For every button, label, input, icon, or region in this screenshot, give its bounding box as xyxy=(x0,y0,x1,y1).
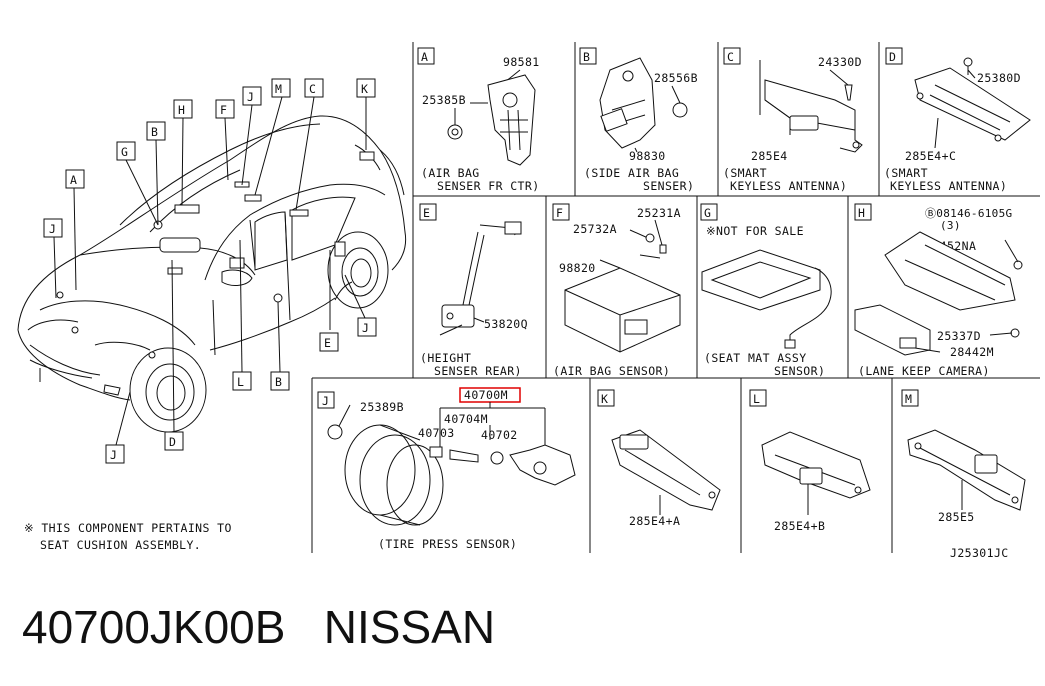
panel-a-caption-2: SENSER FR CTR) xyxy=(437,179,540,193)
panel-l: L 285E4+B xyxy=(749,389,871,533)
callout-a: A xyxy=(70,173,77,187)
callout-j-top: J xyxy=(247,90,254,104)
panel-b-letter: B xyxy=(583,50,590,64)
part-25385b: 25385B xyxy=(422,93,466,107)
part-40702: 40702 xyxy=(481,428,518,442)
panel-f-caption-1: (AIR BAG SENSOR) xyxy=(553,364,670,378)
callout-j-front: J xyxy=(49,222,56,236)
brand-name: NISSAN xyxy=(323,601,496,653)
part-98830: 98830 xyxy=(629,149,666,163)
panel-k: K 285E4+A xyxy=(597,389,721,528)
panel-e-caption-1: (HEIGHT xyxy=(420,351,471,365)
part-285e4c: 285E4+C xyxy=(905,149,956,163)
panel-k-letter: K xyxy=(601,392,608,406)
panel-a: A 98581 25385B (AIR BAG SENSER FR CTR) xyxy=(417,47,540,193)
part-title: 40700JK00B NISSAN xyxy=(22,600,495,654)
panel-g: G ※NOT FOR SALE (SEAT MAT ASSY SENSOR) xyxy=(700,203,832,378)
callout-e: E xyxy=(324,336,331,350)
footnote-line-1: ※ THIS COMPONENT PERTAINS TO xyxy=(24,521,232,535)
callout-b-top: B xyxy=(151,125,158,139)
car-callouts: A J G B H F J M C K E J L B D J xyxy=(43,78,377,464)
callout-f: F xyxy=(220,103,227,117)
part-40703: 40703 xyxy=(418,426,455,440)
part-25337d: 25337D xyxy=(937,329,981,343)
panel-d-caption-1: (SMART xyxy=(884,166,928,180)
callout-g: G xyxy=(121,145,128,159)
panel-c-caption-1: (SMART xyxy=(723,166,767,180)
grid-lines xyxy=(311,42,1040,553)
panel-e-caption-2: SENSER REAR) xyxy=(434,364,522,378)
panel-a-caption-1: (AIR BAG xyxy=(421,166,480,180)
panel-b-caption-1: (SIDE AIR BAG xyxy=(584,166,679,180)
part-25732a: 25732A xyxy=(573,222,617,236)
panel-g-note: ※NOT FOR SALE xyxy=(706,224,804,238)
part-40704m: 40704M xyxy=(444,412,488,426)
panel-c-caption-2: KEYLESS ANTENNA) xyxy=(730,179,847,193)
panel-b: B 28556B 98830 (SIDE AIR BAG SENSER) xyxy=(579,47,698,193)
part-40700m: 40700M xyxy=(464,388,508,402)
callout-m: M xyxy=(275,82,282,96)
part-285e4: 285E4 xyxy=(751,149,788,163)
part-25389b: 25389B xyxy=(360,400,404,414)
panel-h: H Ⓑ08146-6105G (3) 28452NA 25337D 28442M… xyxy=(854,203,1023,378)
panel-g-caption-1: (SEAT MAT ASSY xyxy=(704,351,807,365)
panel-d-letter: D xyxy=(889,50,896,64)
panel-j-caption-1: (TIRE PRESS SENSOR) xyxy=(378,537,517,551)
part-285e4b: 285E4+B xyxy=(774,519,825,533)
part-98581: 98581 xyxy=(503,55,540,69)
footnote-line-2: SEAT CUSHION ASSEMBLY. xyxy=(40,538,201,552)
panel-h-caption-1: (LANE KEEP CAMERA) xyxy=(858,364,990,378)
panel-l-letter: L xyxy=(753,392,760,406)
panel-g-letter: G xyxy=(704,206,711,220)
panel-c-letter: C xyxy=(727,50,734,64)
panel-f: F 25231A 25732A 98820 (AIR BAG SENSOR) xyxy=(552,203,681,378)
callout-k: K xyxy=(361,82,368,96)
panel-b-caption-2: SENSER) xyxy=(643,179,694,193)
part-98820: 98820 xyxy=(559,261,596,275)
panel-g-caption-2: SENSOR) xyxy=(774,364,825,378)
diagram-code: J25301JC xyxy=(950,546,1009,560)
panel-j-letter: J xyxy=(322,394,329,408)
panel-m: M 285E5 xyxy=(901,389,1026,524)
panel-m-letter: M xyxy=(905,392,912,406)
callout-j-wheel: J xyxy=(110,448,117,462)
panel-j: J 25389B 40700M 40704M 40703 40702 (TIRE… xyxy=(317,387,576,551)
car-illustration xyxy=(17,96,407,446)
part-25231a: 25231A xyxy=(637,206,681,220)
part-08146-6105g: Ⓑ08146-6105G xyxy=(925,207,1012,220)
panel-d-caption-2: KEYLESS ANTENNA) xyxy=(890,179,1007,193)
callout-b-bottom: B xyxy=(275,375,282,389)
part-28556b: 28556B xyxy=(654,71,698,85)
part-285e4a: 285E4+A xyxy=(629,514,680,528)
callout-c: C xyxy=(309,82,316,96)
panel-d: D 25380D 285E4+C (SMART KEYLESS ANTENNA) xyxy=(884,47,1031,193)
callout-d: D xyxy=(169,435,176,449)
part-number: 40700JK00B xyxy=(22,601,286,653)
part-24330d: 24330D xyxy=(818,55,862,69)
part-285e5: 285E5 xyxy=(938,510,975,524)
part-08146-qty: (3) xyxy=(940,219,961,232)
part-25380d: 25380D xyxy=(977,71,1021,85)
part-28442m: 28442M xyxy=(950,345,994,359)
callout-j-rear: J xyxy=(362,321,369,335)
callout-l: L xyxy=(237,375,244,389)
panel-a-letter: A xyxy=(421,50,428,64)
panel-e-letter: E xyxy=(423,206,430,220)
panel-h-letter: H xyxy=(858,206,865,220)
callout-h: H xyxy=(178,103,185,117)
panel-f-letter: F xyxy=(556,206,563,220)
part-53820q: 53820Q xyxy=(484,317,528,331)
panel-e: E 53820Q (HEIGHT SENSER REAR) xyxy=(419,203,528,378)
panel-c: C 24330D 285E4 (SMART KEYLESS ANTENNA) xyxy=(723,47,863,193)
